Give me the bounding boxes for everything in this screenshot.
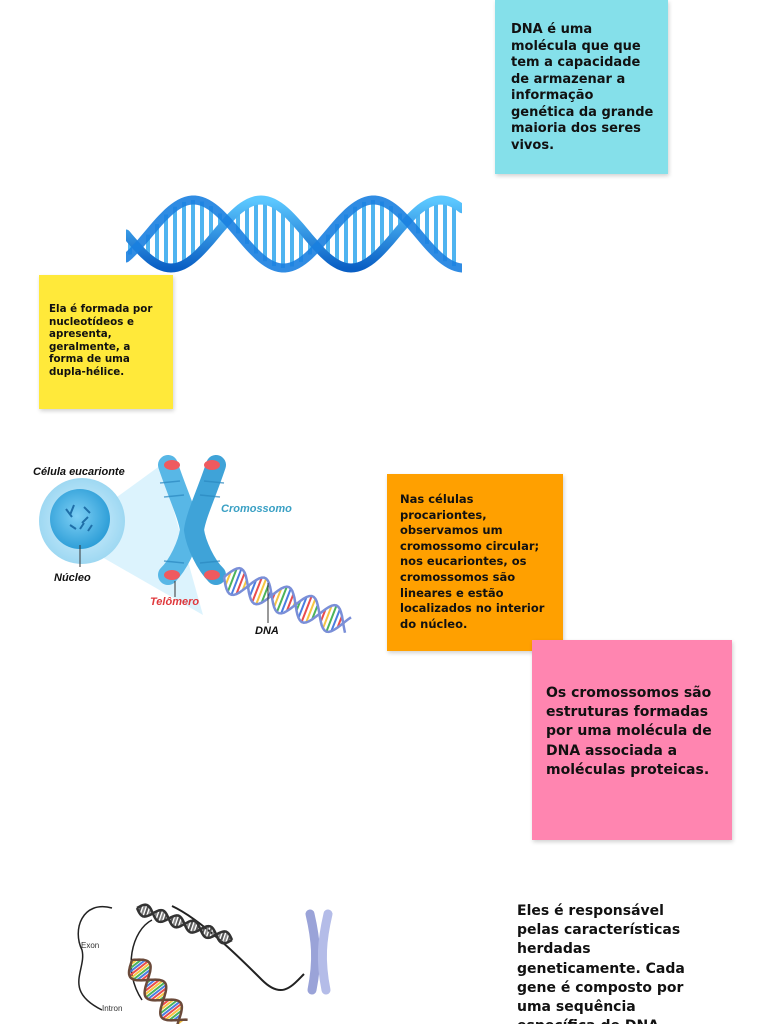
- base-pair: [325, 605, 338, 633]
- base-pair: [285, 593, 295, 612]
- cell-label: Célula eucarionte: [33, 466, 125, 478]
- dna-strand: [223, 566, 347, 633]
- base-pair: [159, 998, 175, 1011]
- base-pair: [145, 981, 166, 999]
- dna-strand: [131, 958, 184, 1024]
- base-pair: [128, 960, 149, 977]
- dna-strand: [127, 959, 188, 1022]
- base-pair: [136, 968, 152, 981]
- base-pair: [168, 1009, 183, 1022]
- base-pair: [235, 572, 246, 595]
- note-dna-definition-text: DNA é uma molécula que que tem a capacid…: [511, 22, 654, 153]
- note-chromosome-structure-text: Os cromossomos são estruturas formadas p…: [546, 685, 712, 778]
- chromosome-label: Cromossomo: [221, 503, 292, 515]
- dna-strand: [222, 576, 352, 634]
- base-pair: [130, 962, 151, 979]
- chromosome-small-icon: [305, 909, 333, 995]
- base-pair: [280, 588, 292, 614]
- exon-label: Exon: [81, 941, 100, 950]
- base-pair: [144, 979, 160, 993]
- base-pair: [251, 577, 263, 603]
- base-pair: [230, 568, 243, 596]
- base-pair: [164, 1006, 183, 1021]
- note-chromosome-types: Nas células procariontes, observamos um …: [387, 474, 563, 651]
- base-pair: [132, 965, 152, 981]
- base-pair: [275, 586, 288, 613]
- base-pair: [311, 604, 319, 620]
- base-pair: [154, 991, 167, 1002]
- dna-strand: [136, 903, 233, 945]
- dna-label: DNA: [255, 625, 279, 637]
- base-pair: [150, 987, 167, 1001]
- gene-description-text: Eles é responsável pelas características…: [517, 903, 685, 1024]
- nucleus-label: Núcleo: [54, 572, 91, 584]
- base-pair: [224, 571, 232, 586]
- chromosome-icon: [39, 455, 352, 634]
- gene-diagram: [77, 903, 333, 1024]
- base-pair: [172, 915, 178, 927]
- base-pair: [156, 909, 162, 922]
- base-pair: [162, 1003, 182, 1020]
- base-pair: [248, 579, 258, 597]
- base-pair: [203, 925, 210, 938]
- base-pair: [191, 921, 197, 933]
- base-pair: [273, 588, 283, 608]
- base-pair: [255, 578, 268, 605]
- note-double-helix: Ela é formada por nucleotídeos e apresen…: [39, 275, 173, 409]
- base-pair: [305, 598, 317, 623]
- base-pair: [143, 905, 150, 917]
- dna-helix-icon: [126, 195, 462, 273]
- base-pair: [147, 984, 167, 1000]
- base-pair: [222, 932, 229, 944]
- base-pair: [322, 605, 333, 629]
- base-pair: [330, 608, 341, 632]
- intron-label: Intron: [102, 1004, 123, 1013]
- note-double-helix-text: Ela é formada por nucleotídeos e apresen…: [49, 303, 153, 378]
- base-pair: [144, 980, 164, 996]
- base-pair: [159, 910, 166, 923]
- note-dna-definition: DNA é uma molécula que que tem a capacid…: [495, 0, 668, 174]
- base-pair: [159, 999, 178, 1015]
- base-pair: [300, 595, 313, 623]
- base-pair: [297, 596, 308, 619]
- base-pair: [140, 904, 147, 916]
- base-pair: [188, 920, 194, 932]
- telomere-label: Telômero: [150, 596, 200, 608]
- note-chromosome-structure: Os cromossomos são estruturas formadas p…: [532, 640, 732, 840]
- base-pair: [207, 926, 213, 939]
- base-pair: [160, 1001, 181, 1018]
- base-pair: [175, 916, 181, 928]
- base-pair: [226, 568, 238, 593]
- base-pair: [128, 959, 146, 974]
- base-pair: [219, 931, 226, 943]
- note-chromosome-types-text: Nas células procariontes, observamos um …: [400, 492, 545, 631]
- base-pair: [128, 958, 142, 970]
